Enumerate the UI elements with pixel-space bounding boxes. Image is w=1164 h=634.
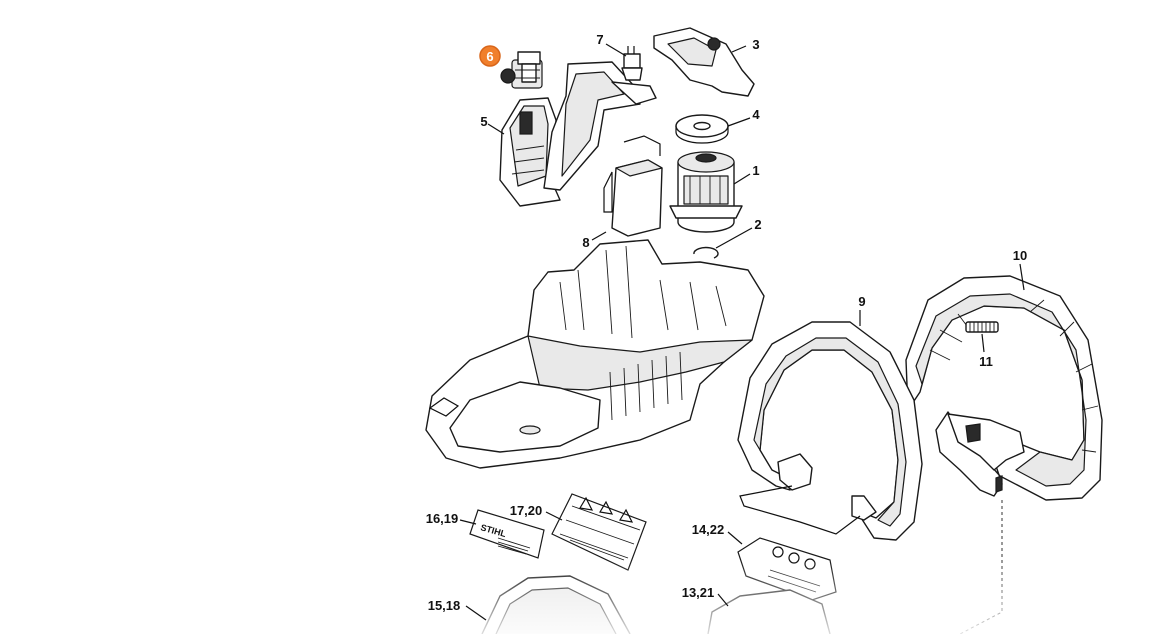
part-16-19-label-plate[interactable]: STIHL [469,509,545,559]
callout-11[interactable]: 11 [979,354,993,369]
callout-1[interactable]: 1 [752,163,759,178]
callout-10[interactable]: 10 [1013,248,1027,263]
callout-17-20[interactable]: 17,20 [510,503,543,518]
part-8-electronics-module[interactable] [603,135,663,237]
highlight-marker [479,45,501,67]
callout-4[interactable]: 4 [752,107,760,122]
part-9-loop-handle[interactable] [737,321,923,541]
callout-16-19[interactable]: 16,19 [426,511,459,526]
callout-13-21[interactable]: 13,21 [682,585,715,600]
callout-6[interactable]: 6 [486,49,493,64]
battery-frame [543,61,657,191]
callout-7[interactable]: 7 [596,32,603,47]
part-10-handle-frame[interactable] [905,275,1103,501]
leader-lines [459,43,1025,621]
callout-9[interactable]: 9 [858,294,865,309]
part-7-connector[interactable] [621,46,643,81]
callout-8[interactable]: 8 [582,235,589,250]
part-4-washer[interactable] [675,114,729,144]
callout-15-18[interactable]: 15,18 [428,598,461,613]
callout-14-22[interactable]: 14,22 [692,522,725,537]
callout-2[interactable]: 2 [754,217,761,232]
part-2-circlip[interactable] [693,246,719,259]
part-17-20-label-plate[interactable] [551,493,647,571]
callout-5[interactable]: 5 [480,114,487,129]
part-11-spring[interactable] [965,321,999,333]
main-housing [425,239,765,469]
callout-3[interactable]: 3 [752,37,759,52]
part-6-switch[interactable] [500,51,543,89]
bottom-fade [0,560,1164,634]
assembly-dash-line [959,500,1003,634]
part-3-cover[interactable] [653,27,755,97]
part-1-motor[interactable] [669,151,743,233]
